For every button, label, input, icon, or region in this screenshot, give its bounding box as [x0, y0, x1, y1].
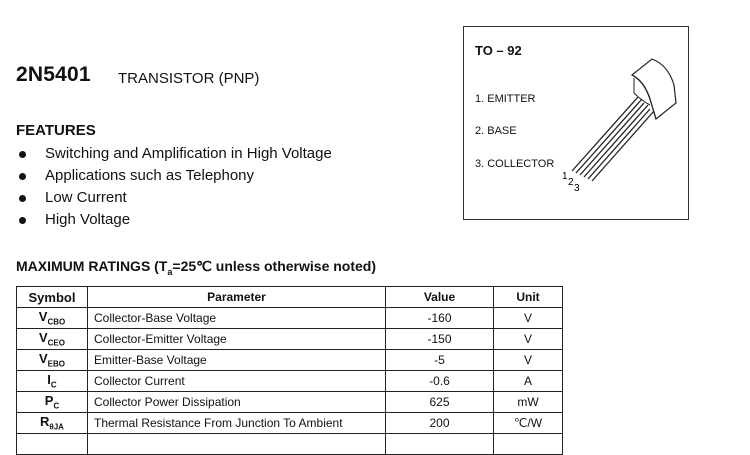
unit-cell: mW: [493, 391, 563, 413]
table-row: VEBO Emitter-Base Voltage -5 V: [16, 349, 563, 371]
value-cell: -160: [385, 307, 494, 329]
column-header-value: Value: [385, 286, 494, 308]
bullet-icon: [19, 216, 26, 224]
part-type: TRANSISTOR (PNP): [118, 70, 260, 87]
pin-number-1: 1: [562, 171, 568, 182]
part-number: 2N5401: [16, 63, 91, 86]
pin-number-2: 2: [568, 177, 574, 188]
parameter-cell: Collector Current: [87, 370, 386, 392]
table-header-row: Symbol Parameter Value Unit: [16, 286, 563, 308]
value-cell: 625: [385, 391, 494, 413]
symbol-cell: [16, 433, 88, 455]
unit-cell: V: [493, 328, 563, 350]
parameter-cell: Collector-Base Voltage: [87, 307, 386, 329]
value-cell: [385, 433, 494, 455]
symbol-cell: VCEO: [16, 328, 88, 350]
unit-cell: A: [493, 370, 563, 392]
features-heading: FEATURES: [16, 122, 96, 139]
pin-label-base: 2. BASE: [475, 125, 517, 137]
feature-item: Low Current: [16, 187, 332, 209]
parameter-cell: Collector-Emitter Voltage: [87, 328, 386, 350]
feature-item: Applications such as Telephony: [16, 165, 332, 187]
value-cell: -5: [385, 349, 494, 371]
table-row: VCEO Collector-Emitter Voltage -150 V: [16, 328, 563, 350]
table-row: IC Collector Current -0.6 A: [16, 370, 563, 392]
pin-number-3: 3: [574, 183, 580, 194]
bullet-icon: [19, 172, 26, 180]
value-cell: -0.6: [385, 370, 494, 392]
table-row: VCBO Collector-Base Voltage -160 V: [16, 307, 563, 329]
parameter-cell: Collector Power Dissipation: [87, 391, 386, 413]
table-row: [16, 433, 563, 455]
feature-item: High Voltage: [16, 209, 332, 231]
ratings-heading: MAXIMUM RATINGS (Ta=25℃ unless otherwise…: [16, 258, 377, 277]
features-list: Switching and Amplification in High Volt…: [16, 143, 332, 231]
ratings-table: Symbol Parameter Value Unit VCBO Collect…: [16, 286, 563, 455]
symbol-cell: VEBO: [16, 349, 88, 371]
symbol-cell: RθJA: [16, 412, 88, 434]
symbol-cell: VCBO: [16, 307, 88, 329]
column-header-symbol: Symbol: [16, 286, 88, 308]
value-cell: -150: [385, 328, 494, 350]
table-row: RθJA Thermal Resistance From Junction To…: [16, 412, 563, 434]
parameter-cell: Thermal Resistance From Junction To Ambi…: [87, 412, 386, 434]
column-header-parameter: Parameter: [87, 286, 386, 308]
parameter-cell: [87, 433, 386, 455]
unit-cell: V: [493, 349, 563, 371]
value-cell: 200: [385, 412, 494, 434]
symbol-cell: IC: [16, 370, 88, 392]
unit-cell: V: [493, 307, 563, 329]
bullet-icon: [19, 150, 26, 158]
column-header-unit: Unit: [493, 286, 563, 308]
parameter-cell: Emitter-Base Voltage: [87, 349, 386, 371]
pin-label-collector: 3. COLLECTOR: [475, 158, 555, 170]
package-box: TO – 92 1. EMITTER 2. BASE 3. COLLECTOR …: [463, 26, 689, 220]
bullet-icon: [19, 194, 26, 202]
unit-cell: [493, 433, 563, 455]
package-name: TO – 92: [475, 43, 522, 58]
feature-item: Switching and Amplification in High Volt…: [16, 143, 332, 165]
table-row: PC Collector Power Dissipation 625 mW: [16, 391, 563, 413]
pin-label-emitter: 1. EMITTER: [475, 93, 536, 105]
unit-cell: ℃/W: [493, 412, 563, 434]
symbol-cell: PC: [16, 391, 88, 413]
to92-package-icon: 1 2 3: [562, 58, 677, 194]
